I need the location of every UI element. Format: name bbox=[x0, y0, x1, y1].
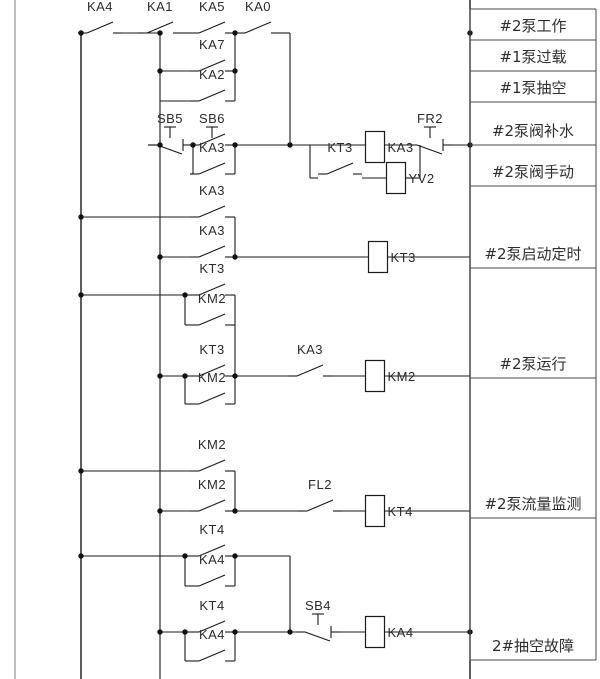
table-row: #2泵工作 bbox=[470, 8, 596, 41]
contact-label: KT3 bbox=[199, 261, 224, 276]
coil-ka4: KA4 bbox=[364, 615, 414, 649]
contact-kt4: KT4 bbox=[190, 522, 234, 557]
table-row-label: #2泵启动定时 bbox=[484, 245, 581, 263]
wire-network bbox=[78, 0, 471, 679]
contact-label: KA3 bbox=[199, 223, 225, 238]
contact-label: KA3 bbox=[199, 140, 225, 155]
coil-km2: KM2 bbox=[364, 359, 416, 393]
contact-label: KA4 bbox=[199, 552, 225, 567]
contact-ka4: KA4 bbox=[190, 627, 234, 662]
coil-label: KM2 bbox=[388, 369, 416, 384]
coil-kt3: KT3 bbox=[367, 240, 416, 274]
contact-km2: KM2 bbox=[190, 477, 234, 512]
contact-ka3: KA3 bbox=[190, 183, 234, 218]
table-row-label: #2泵阀补水 bbox=[492, 122, 574, 140]
contact-label: KA5 bbox=[199, 0, 225, 14]
contact-label: KA3 bbox=[297, 342, 323, 357]
contact-label: KA3 bbox=[199, 183, 225, 198]
contact-ka3: KA3 bbox=[288, 342, 332, 377]
contact-kt3: KT3 bbox=[190, 261, 234, 296]
contact-fr2: FR2 bbox=[408, 111, 452, 155]
contact-ka7: KA7 bbox=[190, 37, 234, 72]
contact-sb6: SB6 bbox=[190, 111, 234, 146]
table-row-label: #2泵运行 bbox=[499, 355, 566, 373]
contact-label: SB6 bbox=[199, 111, 225, 126]
contact-fl2: FL2 bbox=[298, 477, 342, 512]
contact-label: KT4 bbox=[199, 522, 224, 537]
contact-label: KA0 bbox=[245, 0, 271, 14]
contact-label: KM2 bbox=[198, 437, 226, 452]
table-row-label: #1泵过载 bbox=[499, 48, 566, 66]
table-row-label: #2泵工作 bbox=[499, 17, 566, 35]
contact-label: KT3 bbox=[199, 342, 224, 357]
contact-ka3: KA3 bbox=[190, 140, 234, 175]
contact-sb5: SB5 bbox=[148, 111, 192, 155]
contact-label: KA4 bbox=[199, 627, 225, 642]
contact-label: FL2 bbox=[308, 477, 332, 492]
table-row-label: #1泵抽空 bbox=[499, 79, 566, 97]
junction-dots bbox=[78, 30, 473, 635]
contact-ka1: KA1 bbox=[138, 0, 182, 34]
coil-label: KT3 bbox=[391, 250, 416, 265]
table-row: #2泵阀补水 bbox=[470, 101, 596, 146]
table-row: #2泵阀手动 bbox=[470, 144, 596, 187]
coil-ka3: KA3 bbox=[364, 130, 414, 164]
contact-ka0: KA0 bbox=[236, 0, 280, 34]
contact-label: KT4 bbox=[199, 598, 224, 613]
contact-label: KM2 bbox=[198, 477, 226, 492]
contact-ka4: KA4 bbox=[190, 552, 234, 587]
contact-label: KM2 bbox=[198, 291, 226, 306]
contact-label: KT3 bbox=[327, 140, 352, 155]
contact-kt3: KT3 bbox=[318, 140, 362, 175]
table-row: #1泵抽空 bbox=[470, 70, 596, 103]
coil-kt4: KT4 bbox=[364, 494, 413, 528]
label-table: #2泵工作 #1泵过载 #1泵抽空 #2泵阀补水 #2泵阀手动 #2泵启动定时 #2泵运行 #… bbox=[469, 8, 597, 661]
coil-yv2: YV2 bbox=[385, 161, 435, 195]
contact-sb4: SB4 bbox=[296, 598, 340, 642]
contact-ka2: KA2 bbox=[190, 67, 234, 102]
coil-label: KA3 bbox=[388, 140, 414, 155]
coil-label: KA4 bbox=[388, 625, 414, 640]
contact-ka3: KA3 bbox=[190, 223, 234, 258]
table-row-label: #2泵阀手动 bbox=[492, 163, 574, 181]
table-row: #2泵启动定时 bbox=[470, 185, 596, 269]
coil-label: YV2 bbox=[409, 171, 435, 186]
contact-label: KM2 bbox=[198, 370, 226, 385]
contact-ka5: KA5 bbox=[190, 0, 234, 34]
contact-label: KA2 bbox=[199, 67, 225, 82]
contact-ka4: KA4 bbox=[78, 0, 122, 34]
table-row: #2泵运行 bbox=[470, 267, 596, 379]
contact-label: FR2 bbox=[417, 111, 443, 126]
table-row: #2泵流量监测 bbox=[470, 377, 596, 519]
contact-label: KA4 bbox=[87, 0, 113, 14]
contact-label: KA1 bbox=[147, 0, 173, 14]
contact-kt3: KT3 bbox=[190, 342, 234, 377]
table-row-label: #2泵流量监测 bbox=[484, 495, 581, 513]
coil-label: KT4 bbox=[388, 504, 413, 519]
contact-label: SB5 bbox=[157, 111, 183, 126]
table-row-label: 2#抽空故障 bbox=[492, 637, 574, 655]
contact-km2: KM2 bbox=[190, 437, 234, 472]
contact-km2: KM2 bbox=[190, 370, 234, 405]
contact-label: SB4 bbox=[305, 598, 331, 613]
table-row: #1泵过载 bbox=[470, 39, 596, 72]
contact-label: KA7 bbox=[199, 37, 225, 52]
contact-km2: KM2 bbox=[190, 291, 234, 326]
table-row: 2#抽空故障 bbox=[470, 517, 596, 661]
